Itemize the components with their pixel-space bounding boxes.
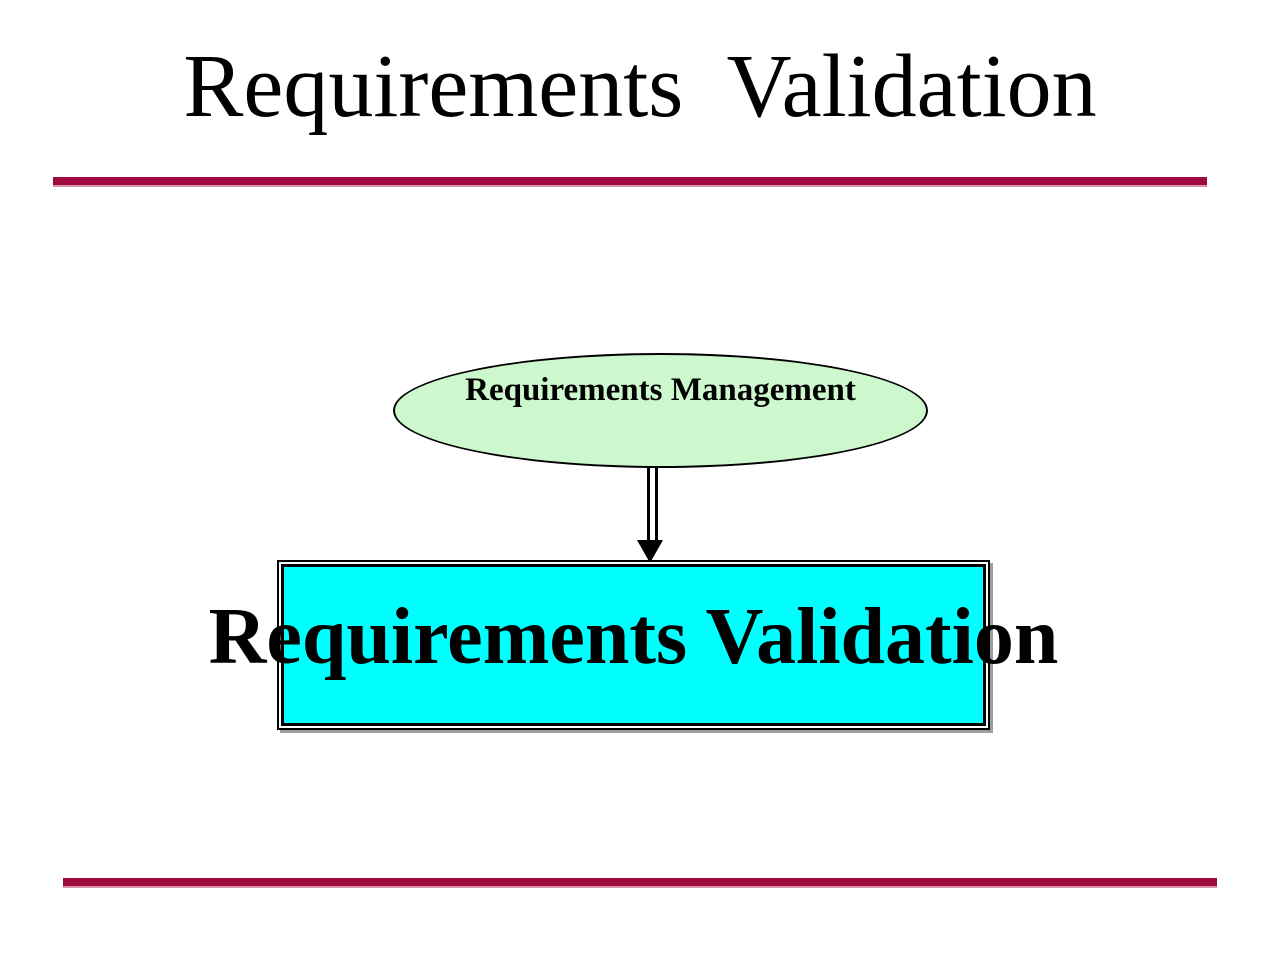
box-label: Requirements Validation	[208, 593, 1059, 681]
page-title: Requirements Validation	[183, 37, 1097, 136]
footer-divider-line	[63, 878, 1217, 888]
requirements-validation-box: Requirements Validation	[209, 560, 1058, 730]
title-divider-line	[53, 177, 1207, 187]
requirements-management-ellipse: Requirements Management	[393, 353, 928, 468]
requirements-validation-box-fill: Requirements Validation	[209, 564, 1058, 726]
ellipse-label: Requirements Management	[465, 372, 856, 408]
down-arrow-icon	[637, 468, 663, 563]
